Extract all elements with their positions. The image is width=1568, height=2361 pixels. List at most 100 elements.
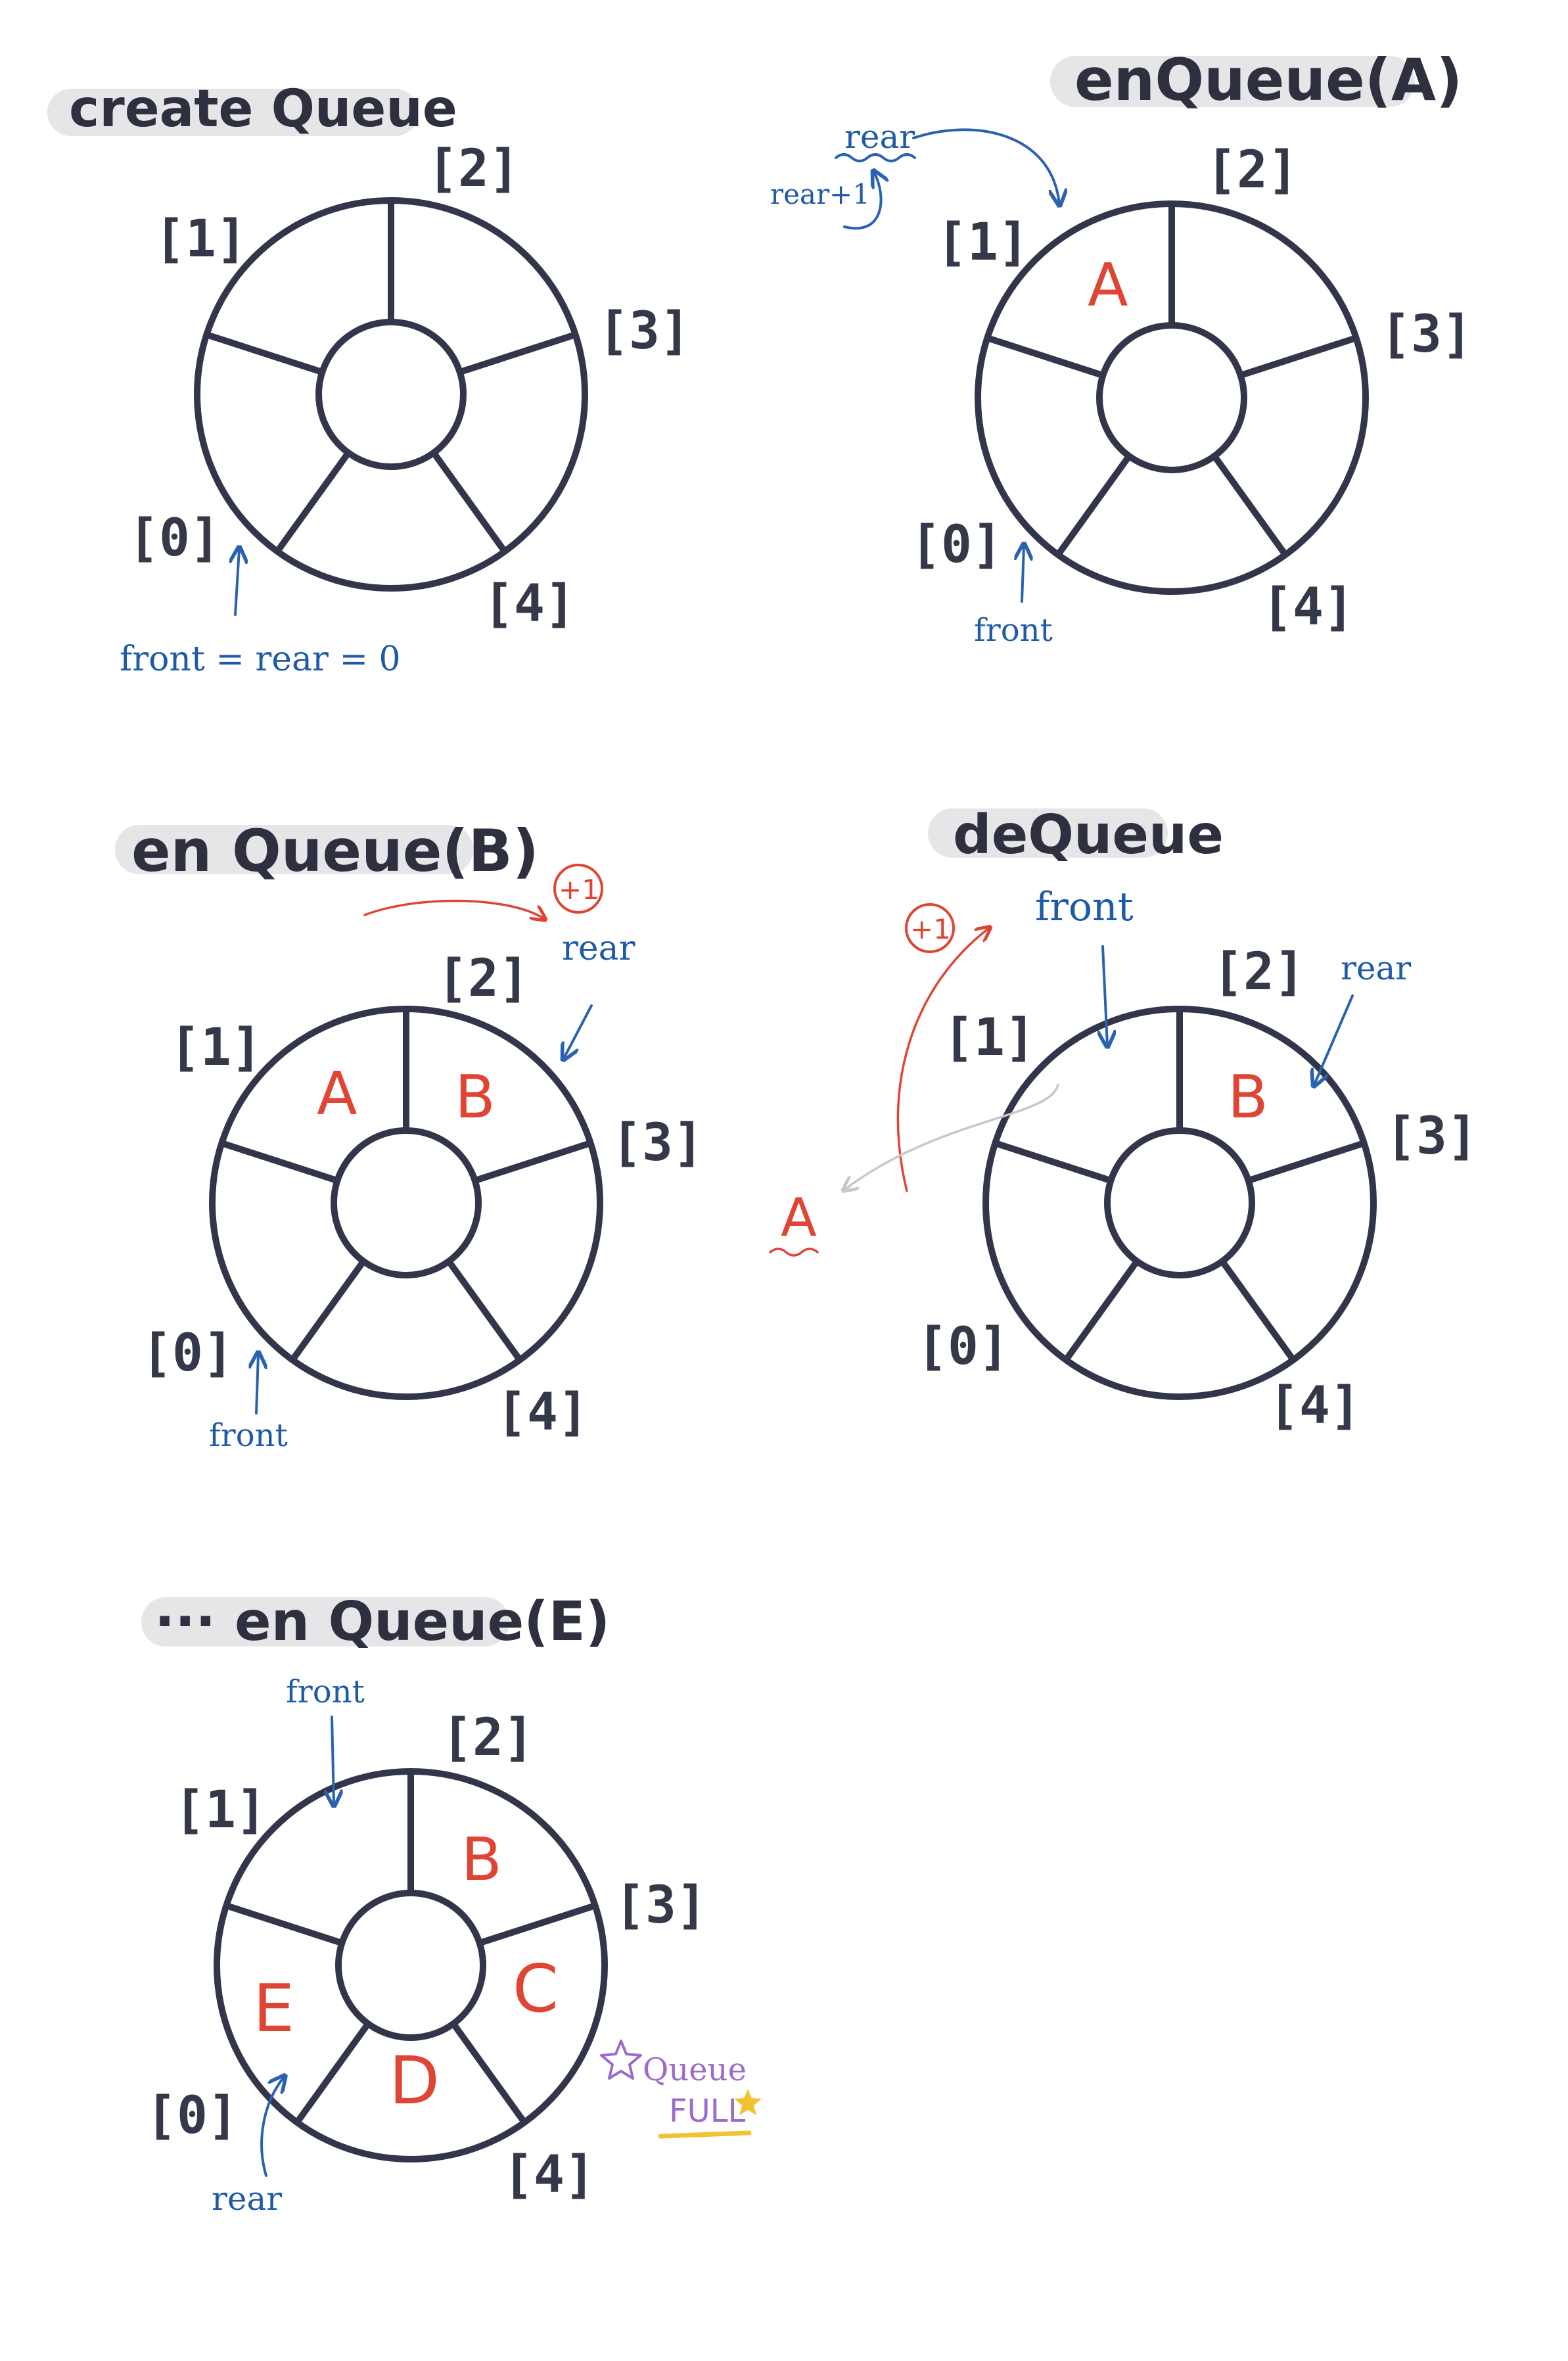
plus-one-circle [553,864,603,914]
panel-title: en Queue(B) [131,817,539,885]
panel-enqueue-a: enQueue(A) A [0] [1] [2] [3] [4] rear re… [770,46,1473,649]
cell-4-value: D [389,2042,440,2119]
panel-title: create Queue [69,80,457,139]
rear-label: rear [562,929,635,968]
front-label: front [974,612,1053,649]
cell-0-value: E [253,1970,294,2047]
index-label-3: [3] [598,302,691,361]
cell-2-value: B [455,1063,496,1132]
front-arrow [332,1716,334,1804]
divider [450,2022,528,2124]
index-label-0: [0] [141,1324,234,1383]
rear-label: rear [1341,949,1411,987]
divider [1063,1259,1140,1362]
divider [205,331,323,375]
queue-ring [975,200,1369,595]
divider [478,1902,597,1946]
queue-ring [982,1006,1377,1400]
divider [446,1259,523,1362]
divider [1219,1259,1297,1362]
title-highlight [115,825,473,874]
removed-underline [769,1248,819,1257]
plus-one-label: +1 [910,913,951,945]
divider [994,1140,1112,1184]
panel-enqueue-e: ··· en Queue(E) E B C D [0] [1] [2] [3] … [141,1591,762,2218]
plus-one-circle [905,903,955,953]
title-highlight [928,808,1168,858]
index-label-1: [1] [943,1008,1036,1067]
queue-ring [209,1006,603,1400]
divider [289,1259,367,1362]
panel-title: enQueue(A) [1074,46,1462,114]
cell-1-value: A [1088,251,1128,320]
divider [1055,454,1132,557]
inner-ring [335,1890,486,2041]
index-label-4: [4] [496,1383,589,1442]
panel-title: deQueue [953,804,1224,866]
index-label-0: [0] [917,1317,1009,1376]
queue-ring [194,197,588,592]
index-label-2: [2] [1206,141,1299,200]
rear-plus-arrow [843,172,881,230]
inner-ring [331,1127,482,1278]
plus-one-arrow [363,899,544,919]
cell-3-value: C [513,1950,559,2027]
inner-ring [315,319,467,470]
queue-full-line1: Queue [643,2051,747,2088]
panel-title: ··· en Queue(E) [154,1591,610,1653]
index-label-1: [1] [936,213,1029,272]
index-label-0: [0] [146,2086,239,2145]
index-label-3: [3] [1380,305,1473,364]
divider [274,451,352,553]
removed-label: A [781,1187,817,1248]
index-label-2: [2] [1212,943,1305,1002]
divider [459,331,577,375]
divider [225,1902,343,1946]
index-label-2: [2] [437,949,530,1008]
title-highlight [141,1597,509,1647]
rear-underline [835,153,916,162]
index-label-1: [1] [174,1781,267,1840]
cell-1-value: A [317,1060,357,1129]
rear-plus-label: rear+1 [770,178,870,210]
cell-2-value: B [461,1825,502,1894]
front-arrow [1022,546,1024,603]
front-label: front [209,1417,288,1454]
title-highlight [47,89,419,136]
index-label-3: [3] [614,1876,707,1935]
front-label: front [1035,884,1134,930]
index-label-1: [1] [170,1018,262,1077]
index-label-3: [3] [1385,1107,1478,1166]
index-label-4: [4] [1268,1376,1361,1436]
queue-ring [214,1768,608,2162]
index-label-2: [2] [442,1708,534,1767]
plus-one-arrow [896,928,989,1192]
panel-enqueue-b: en Queue(B) A B [0] [1] [2] [3] [4] +1 r… [115,817,704,1454]
rear-arrow [564,1004,593,1058]
title-highlight [1050,56,1415,107]
rear-arrow [260,2077,284,2177]
index-label-0: [0] [128,509,221,568]
divider [474,1140,592,1184]
right-star-icon [734,2089,762,2115]
index-label-3: [3] [611,1113,704,1173]
front-rear-label: front = rear = 0 [120,640,401,679]
front-label: front [286,1673,365,1710]
rear-arrow [1314,994,1354,1085]
index-label-4: [4] [483,574,576,634]
front-rear-arrow [235,549,239,616]
panel-dequeue: deQueue B [0] [1] [2] [3] [4] +1 front r… [769,804,1478,1436]
front-arrow [256,1354,258,1414]
divider [1211,454,1289,557]
queue-full-line2: FULL [669,2093,745,2130]
front-arrow [1103,945,1107,1045]
divider [1247,1140,1366,1184]
full-underline [658,2130,752,2139]
divider [220,1140,338,1184]
index-label-4: [4] [503,2145,595,2205]
cell-2-value: B [1228,1063,1268,1132]
index-label-0: [0] [910,515,1003,574]
index-label-1: [1] [154,210,247,269]
plus-one-label: +1 [559,874,599,906]
